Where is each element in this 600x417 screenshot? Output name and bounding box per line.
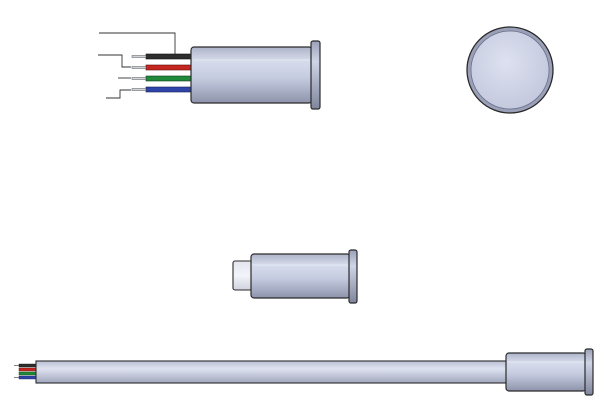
long-wire-green [18, 371, 38, 376]
wire-bundle [131, 53, 193, 93]
stub-flange [348, 249, 358, 304]
side-view-with-wires [98, 32, 321, 110]
stub-body [250, 253, 351, 299]
end-view-face [470, 30, 550, 110]
stub-end [232, 260, 253, 291]
leader-line-black [99, 32, 182, 56]
end-view [466, 26, 554, 114]
wire-red [145, 64, 193, 71]
long-sensor-flange [584, 348, 594, 396]
long-wire-blue [18, 375, 38, 380]
long-wire-black [18, 363, 38, 368]
side-view-stub [232, 249, 358, 304]
long-wire-red [18, 367, 38, 372]
leader-line-red [98, 54, 131, 68]
long-sensor-body [505, 352, 587, 392]
wire-tip-black [131, 55, 147, 58]
sensor-body [190, 46, 313, 104]
wire-tip-red [131, 66, 147, 69]
sensor-flange [310, 40, 321, 110]
wire-tip-blue [131, 88, 147, 91]
wire-black [145, 53, 193, 60]
wire-green [145, 75, 193, 82]
side-view-long [14, 348, 594, 396]
long-cable-sheath [35, 360, 509, 384]
wire-blue [145, 86, 193, 93]
leader-line-blue [106, 89, 131, 99]
wire-tip-green [131, 77, 147, 80]
